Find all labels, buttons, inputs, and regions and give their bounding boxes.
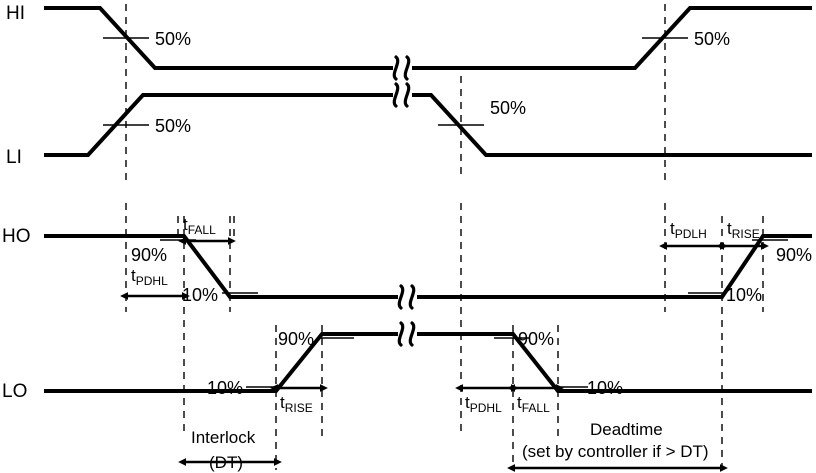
timing-base-ho-tpdhl: t (131, 266, 136, 285)
timing-label-lo-trise: tRISE (280, 393, 313, 415)
timing-label-lo-tpdhl: tPDHL (465, 393, 502, 415)
break-mark-ho-1 (397, 284, 405, 310)
break-mark-hi-1 (392, 55, 400, 81)
break-mark-lo-2 (408, 321, 416, 347)
label-lo-rise-10: 10% (207, 378, 243, 398)
timing-label-ho-trise: tRISE (727, 219, 760, 241)
timing-label-ho-tpdhl: tPDHL (131, 266, 168, 288)
break-mark-ho-2 (408, 284, 416, 310)
annotation-deadtime-line2: (set by controller if > DT) (522, 442, 709, 461)
label-ho-fall-90: 90% (131, 245, 167, 265)
timing-base-ho-tfall: t (183, 215, 188, 234)
timing-label-lo-tfall: tFALL (517, 393, 550, 415)
annotation-interlock-line1: Interlock (191, 428, 256, 447)
signal-label-hi: HI (6, 3, 25, 24)
timing-base-lo-tfall: t (517, 393, 522, 412)
signal-label-lo: LO (2, 381, 27, 402)
timing-label-ho-tfall: tFALL (183, 215, 216, 237)
annotation-deadtime-line1: Deadtime (590, 420, 663, 439)
timing-sub-lo-tpdhl: PDHL (470, 401, 502, 415)
break-mark-lo-1 (397, 321, 405, 347)
waveform-lo (44, 332, 812, 393)
timing-sub-ho-tfall: FALL (188, 223, 216, 237)
label-ho-fall-10: 10% (182, 285, 218, 305)
label-lo-rise-90: 90% (278, 329, 314, 349)
label-lo-fall-90: 90% (518, 329, 554, 349)
label-ho-rise-10: 10% (726, 285, 762, 305)
signal-label-ho: HO (2, 226, 31, 247)
timing-base-ho-tpdlh: t (670, 219, 675, 238)
timing-sub-lo-tfall: FALL (522, 401, 550, 415)
timing-label-ho-tpdlh: tPDLH (670, 219, 707, 241)
timing-base-lo-tpdhl: t (465, 393, 470, 412)
label-li-rise-50: 50% (155, 116, 191, 136)
timing-sub-ho-tpdhl: PDHL (136, 274, 168, 288)
timing-base-ho-trise: t (727, 219, 732, 238)
break-mark-hi-2 (403, 55, 411, 81)
timing-sub-ho-trise: RISE (732, 227, 760, 241)
label-hi-fall-50: 50% (155, 29, 191, 49)
timing-sub-ho-tpdlh: PDLH (675, 227, 707, 241)
label-hi-rise-50: 50% (694, 29, 730, 49)
waveform-ho (44, 234, 812, 299)
label-lo-fall-10: 10% (587, 378, 623, 398)
break-mark-li-1 (392, 82, 400, 108)
timing-sub-lo-trise: RISE (285, 401, 313, 415)
timing-base-lo-trise: t (280, 393, 285, 412)
break-mark-li-2 (403, 82, 411, 108)
signal-label-li: LI (6, 147, 22, 168)
label-li-fall-50: 50% (490, 98, 526, 118)
label-ho-rise-90: 90% (776, 245, 812, 265)
